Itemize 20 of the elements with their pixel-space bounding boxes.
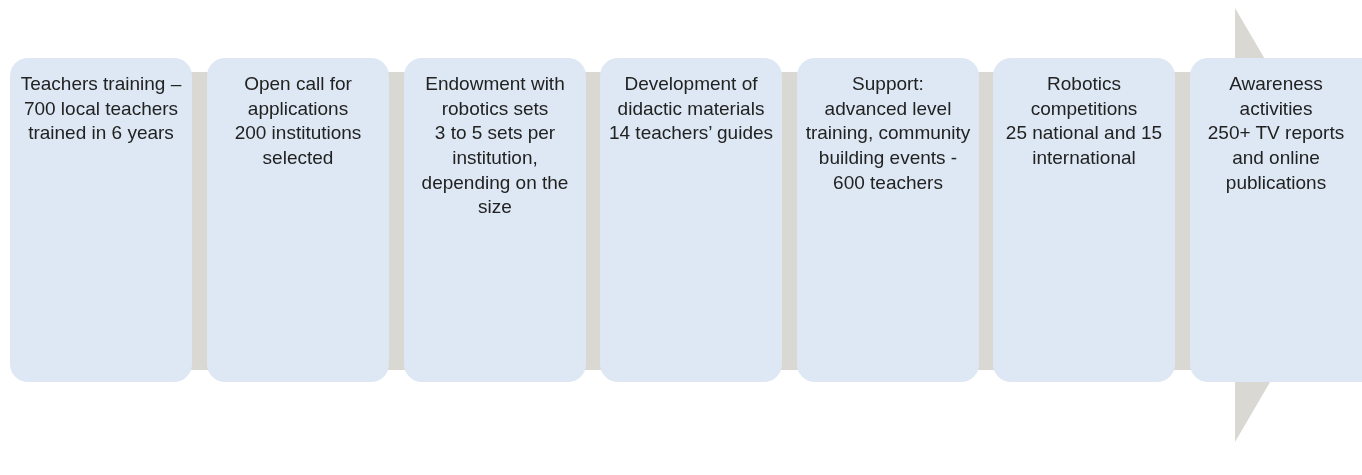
step-title: Development of didactic materials — [616, 72, 766, 121]
step-box — [404, 58, 586, 382]
step-box — [797, 58, 979, 382]
step-title: Robotics competitions — [1029, 72, 1139, 121]
step-title: Support: — [852, 72, 924, 96]
step-box — [10, 58, 192, 382]
step-description: 250+ TV reports and online publications — [1206, 121, 1346, 195]
step-box — [600, 58, 782, 382]
step-title: Teachers training – 700 local teachers trained in 6 years — [19, 72, 183, 146]
step-box — [993, 58, 1175, 382]
step-description: advanced level training, community building events - 600 teachers — [805, 96, 971, 195]
step-title: Endowment with robotics sets — [424, 72, 566, 121]
step-description: 14 teachers’ guides — [608, 121, 774, 146]
step-box — [207, 58, 389, 382]
step-description: 25 national and 15 international — [1004, 121, 1164, 171]
step-description: 3 to 5 sets per institution, depending on the size — [420, 121, 570, 220]
step-box — [1190, 58, 1362, 382]
step-description: 200 institutions selected — [233, 121, 363, 171]
step-title: Open call for applications — [243, 72, 353, 121]
step-title: Awareness activities — [1228, 72, 1324, 121]
